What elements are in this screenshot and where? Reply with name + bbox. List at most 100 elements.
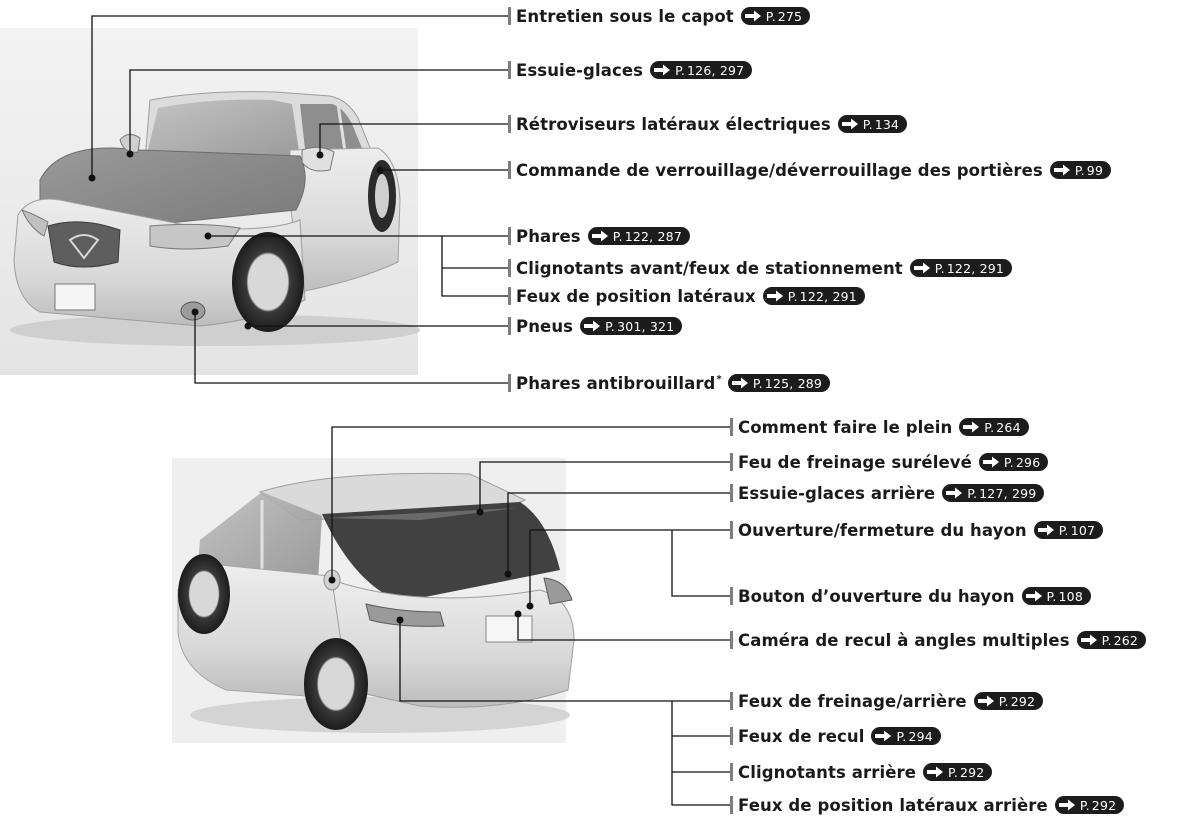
page-number: 292: [1091, 797, 1117, 813]
leader-retro: [319, 123, 508, 155]
callout-text: Phares: [516, 226, 581, 246]
callout-bar: [508, 227, 511, 245]
arrow-right-icon: [982, 456, 999, 468]
rear-leader-dots: [328, 508, 534, 624]
footnote-asterisk: *: [716, 374, 722, 385]
callout-antibrouillard: Phares antibrouillard*P.125, 289: [508, 372, 831, 394]
page-reference-link[interactable]: P.126, 297: [650, 61, 753, 79]
page-reference-link[interactable]: P.296: [978, 453, 1049, 471]
leader-bouton: [671, 530, 730, 597]
page-prefix: P.: [605, 318, 616, 334]
callout-bar: [730, 727, 733, 745]
page-number: 126, 297: [687, 62, 745, 78]
page-number: 125, 289: [764, 375, 823, 391]
arrow-right-icon: [927, 766, 944, 778]
leader-freinsur: [479, 461, 730, 512]
callout-text: Essuie-glaces arrière: [738, 483, 936, 503]
page-reference-link[interactable]: P.301, 321: [580, 317, 683, 335]
page-prefix: P.: [787, 288, 798, 304]
page-reference-link[interactable]: P.122, 287: [587, 227, 690, 245]
page-prefix: P.: [765, 8, 776, 24]
page-prefix: P.: [934, 260, 945, 276]
callout-feuxposarr: Feux de position latéraux arrière P.292: [730, 794, 1125, 816]
callout-bar: [508, 317, 511, 335]
callout-bar: [508, 7, 511, 25]
arrow-right-icon: [654, 64, 671, 76]
page-number: 262: [1113, 632, 1139, 648]
leader-plein: [331, 426, 730, 580]
page-reference-link[interactable]: P.264: [959, 418, 1029, 436]
front-leader-dots: [88, 150, 384, 330]
page-reference-link[interactable]: P.122, 291: [762, 287, 865, 305]
leader-hayon: [529, 529, 730, 606]
arrow-right-icon: [977, 695, 994, 707]
callout-essuiearr: Essuie-glaces arrière P.127, 299: [730, 482, 1045, 504]
arrow-right-icon: [1053, 164, 1070, 176]
arrow-right-icon: [584, 320, 601, 332]
page-reference-link[interactable]: P.275: [740, 7, 811, 25]
page-prefix: P.: [612, 228, 623, 244]
callout-bar: [508, 61, 511, 79]
page-prefix: P.: [862, 116, 873, 132]
callout-text: Bouton d’ouverture du hayon: [738, 586, 1015, 606]
callout-commande: Commande de verrouillage/déverrouillage …: [508, 159, 1112, 181]
callout-text: Commande de verrouillage/déverrouillage …: [516, 160, 1043, 180]
page-prefix: P.: [984, 419, 995, 435]
page-prefix: P.: [752, 375, 763, 391]
callout-phares: Phares P.122, 287: [508, 225, 690, 247]
leader-essuiearr: [507, 492, 730, 574]
page-prefix: P.: [948, 764, 958, 780]
callout-bar: [730, 631, 733, 649]
callout-text: Feu de freinage surélevé: [738, 452, 972, 472]
arrow-right-icon: [841, 118, 858, 130]
page-reference-link[interactable]: P.108: [1021, 587, 1091, 605]
page-prefix: P.: [1003, 454, 1014, 470]
callout-bar: [508, 259, 511, 277]
page-prefix: P.: [998, 693, 1009, 709]
arrow-right-icon: [591, 230, 608, 242]
page-number: 122, 287: [624, 228, 682, 244]
callout-bar: [730, 587, 733, 605]
page-number: 296: [1015, 454, 1041, 470]
callout-text: Entretien sous le capot: [516, 6, 734, 26]
callout-text: Feux de freinage/arrière: [738, 691, 967, 711]
arrow-right-icon: [1080, 634, 1097, 646]
leader-camera: [517, 614, 730, 641]
page-reference-link[interactable]: P.125, 289: [727, 374, 831, 392]
page-reference-link[interactable]: P.107: [1033, 521, 1104, 539]
callout-freinsur: Feu de freinage surélevé P.296: [730, 451, 1049, 473]
arrow-right-icon: [1025, 590, 1042, 602]
page-reference-link[interactable]: P.292: [923, 763, 993, 781]
leader-antib: [194, 312, 508, 384]
page-prefix: P.: [1074, 162, 1085, 178]
leader-entretien: [91, 15, 508, 178]
page-reference-link[interactable]: P.127, 299: [942, 484, 1045, 502]
arrow-right-icon: [946, 487, 963, 499]
page-reference-link[interactable]: P.294: [871, 727, 941, 745]
callout-entretien: Entretien sous le capot P.275: [508, 5, 811, 27]
page-prefix: P.: [967, 485, 978, 501]
page-reference-link[interactable]: P.292: [1054, 796, 1125, 814]
page-reference-link[interactable]: P.292: [973, 692, 1044, 710]
callout-bar: [508, 287, 511, 305]
page-reference-link[interactable]: P.122, 291: [909, 259, 1013, 277]
page-reference-link[interactable]: P.99: [1049, 161, 1112, 179]
page-number: 108: [1058, 588, 1083, 604]
callout-text: Pneus: [516, 316, 574, 336]
leader-freinarr: [399, 620, 730, 702]
page-reference-link[interactable]: P.262: [1076, 631, 1147, 649]
page-number: 292: [960, 764, 985, 780]
callout-text: Feux de position latéraux arrière: [738, 795, 1048, 815]
page-reference-link[interactable]: P.134: [837, 115, 908, 133]
callout-bar: [730, 453, 733, 471]
page-prefix: P.: [1079, 797, 1090, 813]
callout-bar: [730, 763, 733, 781]
arrow-right-icon: [913, 262, 930, 274]
